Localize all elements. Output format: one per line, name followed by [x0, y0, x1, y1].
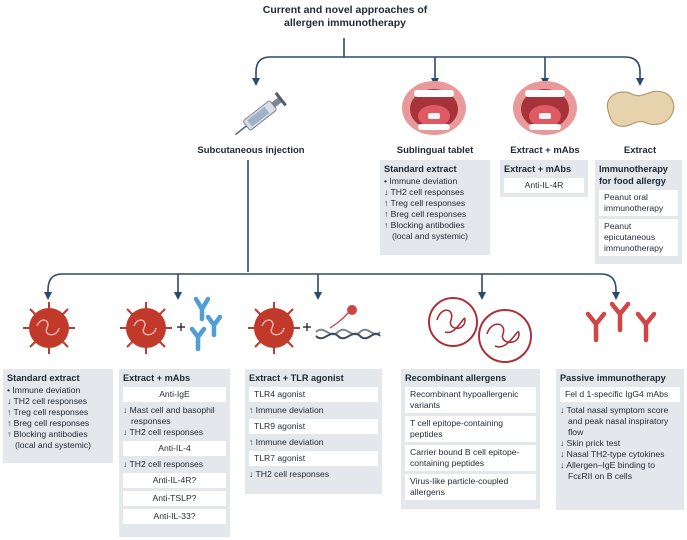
extract-top-label: Extract — [623, 145, 657, 156]
panel-item: Anti-IL-4R? — [123, 473, 226, 488]
panel-heading: Extract + TLR agonist — [249, 373, 344, 383]
panel-item: ↑ Breg cell responses — [384, 209, 467, 219]
panel-item: ↑ Breg cell responses — [7, 418, 90, 428]
allergen-particle-icon — [120, 302, 172, 354]
panel-item: Peanut epicutaneous immunotherapy — [599, 219, 678, 256]
recombinant-allergens-icon — [428, 297, 532, 363]
extract-mabs-panel: Extract + mAbs Anti-IgE ↓ Mast cell and … — [119, 369, 230, 537]
panel-item: ↑ Blocking antibodies (local and systemi… — [384, 220, 468, 241]
panel-item: ↑ Immune deviation — [249, 437, 324, 447]
panel-heading: Recombinant allergens — [405, 373, 507, 383]
panel-item: ↓ TH2 cell responses — [123, 427, 204, 437]
panel-item: ↑ Immune deviation — [249, 405, 324, 415]
panel-item: ↑ Treg cell responses — [7, 407, 89, 417]
panel-item: • Immune deviation — [384, 176, 458, 186]
plus-icon — [303, 323, 311, 331]
panel-item: TLR4 agonist — [249, 387, 378, 402]
panel-item: ↓ Allergen–IgE binding to FcεRII on B ce… — [560, 460, 656, 481]
subcutaneous-injection-label: Subcutaneous injection — [197, 145, 305, 156]
tlr-agonist-dna-icon — [315, 305, 381, 340]
panel-item: Anti-IL-4R — [504, 178, 584, 193]
panel-item: ↑ Blocking antibodies (local and systemi… — [7, 429, 91, 450]
open-mouth-icon — [402, 81, 466, 135]
panel-item: ↓ Mast cell and basophil responses — [123, 405, 215, 426]
panel-item: Anti-IgE — [123, 387, 226, 402]
panel-item: • Immune deviation — [7, 385, 81, 395]
panel-item: T cell epitope-containing peptides — [405, 416, 536, 442]
standard-extract-panel: Standard extract • Immune deviation ↓ TH… — [3, 369, 113, 463]
panel-item: Peanut oral immunotherapy — [599, 190, 678, 216]
extract-mabs-top-panel: Extract + mAbs Anti-IL-4R — [500, 160, 588, 197]
panel-item: Anti-TSLP? — [123, 491, 226, 506]
extract-tlr-agonist-panel: Extract + TLR agonist TLR4 agonist ↑ Imm… — [245, 369, 382, 494]
allergen-particle-icon — [248, 302, 300, 354]
panel-item: ↓ TH2 cell responses — [249, 469, 330, 479]
recombinant-allergens-panel: Recombinant allergens Recombinant hypoal… — [401, 369, 540, 509]
allergen-particle-icon — [23, 302, 75, 354]
panel-item: Virus-like particle-coupled allergens — [405, 474, 536, 500]
panel-item: Carrier bound B cell epitope-containing … — [405, 445, 536, 471]
panel-heading: Standard extract — [384, 164, 457, 174]
panel-item: TLR7 agonist — [249, 451, 378, 466]
diagram-title: Current and novel approaches of allergen… — [262, 4, 428, 29]
panel-item: Anti-IL-33? — [123, 509, 226, 524]
sublingual-standard-extract-panel: Standard extract • Immune deviation ↓ TH… — [380, 160, 490, 255]
panel-item: ↓ TH2 cell responses — [7, 396, 88, 406]
passive-immunotherapy-panel: Passive immunotherapy Fel d 1-specific I… — [556, 369, 684, 510]
open-mouth-icon — [513, 81, 577, 135]
panel-item: ↑ Treg cell responses — [384, 198, 466, 208]
panel-item: Fel d 1-specific IgG4 mAbs — [560, 387, 680, 402]
extract-mabs-top-label: Extract + mAbs — [510, 145, 580, 156]
panel-item: ↓ Nasal TH2-type cytokines — [560, 449, 665, 459]
sublingual-tablet-label: Sublingual tablet — [396, 145, 474, 156]
panel-heading: Passive immunotherapy — [560, 373, 666, 383]
panel-heading: Extract + mAbs — [504, 164, 572, 174]
panel-item: ↓ Skin prick test — [560, 438, 621, 448]
panel-item: TLR9 agonist — [249, 419, 378, 434]
panel-item: ↓ Total nasal symptom score and peak nas… — [560, 405, 669, 437]
panel-item: ↓ TH2 cell responses — [384, 187, 465, 197]
panel-heading: Standard extract — [7, 373, 80, 383]
peanut-icon — [606, 90, 675, 127]
panel-heading: Extract + mAbs — [123, 373, 191, 383]
panel-heading: Immunotherapy for food allergy — [599, 164, 668, 186]
antibodies-icon — [585, 301, 657, 343]
antibodies-icon — [189, 296, 223, 352]
syringe-icon — [234, 91, 287, 136]
panel-item: Anti-IL-4 — [123, 441, 226, 456]
panel-item: Recombinant hypoallergenic variants — [405, 387, 536, 413]
food-allergy-panel: Immunotherapy for food allergy Peanut or… — [595, 160, 682, 264]
plus-icon — [177, 323, 185, 331]
panel-item: ↓ TH2 cell responses — [123, 459, 204, 469]
